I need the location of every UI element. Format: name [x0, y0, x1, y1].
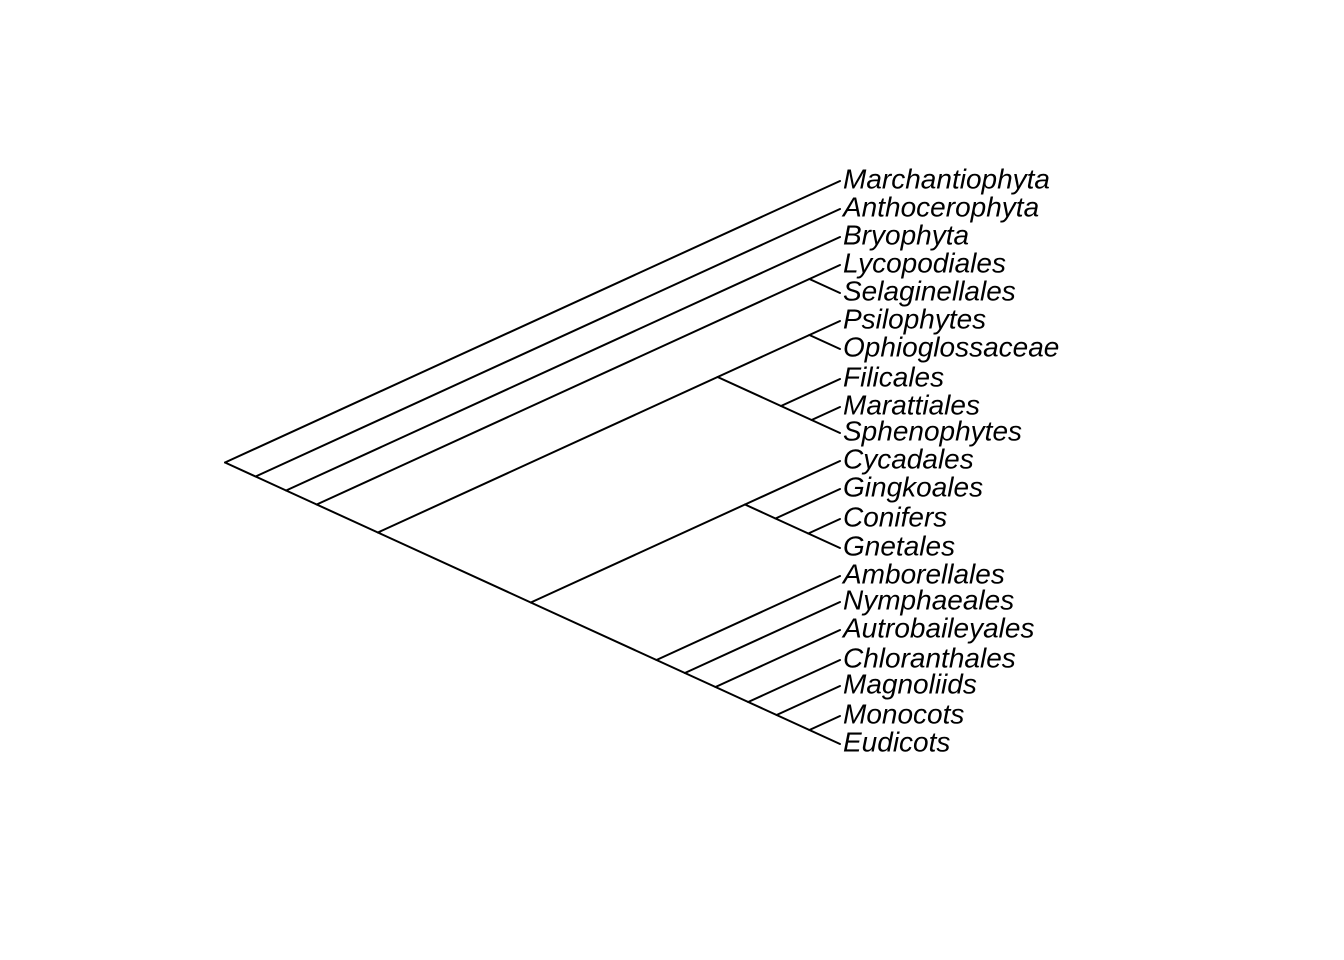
taxon-label: Gingkoales	[843, 471, 983, 502]
branch-line	[808, 715, 841, 731]
branch-line	[254, 475, 288, 492]
taxon-label: Marchantiophyta	[843, 163, 1050, 194]
branch-line	[315, 503, 379, 534]
branch-line	[744, 460, 841, 506]
branch-line	[285, 236, 841, 492]
branch-line	[775, 714, 811, 731]
branch-line	[775, 685, 841, 716]
branch-line	[683, 601, 841, 674]
branch-line	[808, 264, 841, 280]
branch-line	[716, 376, 782, 407]
taxon-label: Autrobaileyales	[841, 612, 1034, 643]
taxon-label: Conifers	[843, 501, 947, 532]
taxon-label: Cycadales	[843, 443, 974, 474]
taxon-label: Eudicots	[843, 726, 950, 757]
branch-line	[655, 575, 841, 661]
branch-line	[254, 208, 841, 478]
branch-line	[807, 518, 841, 535]
branch-line	[808, 334, 841, 350]
branch-line	[285, 489, 318, 506]
taxon-label: Bryophyta	[843, 219, 969, 250]
branch-line	[780, 378, 841, 407]
taxon-label: Amborellales	[841, 558, 1005, 589]
branch-line	[808, 278, 841, 294]
branch-line	[774, 488, 841, 520]
branch-line	[376, 531, 532, 604]
branch-line	[810, 419, 841, 434]
branch-line	[224, 461, 257, 478]
taxon-label: Filicales	[843, 361, 944, 392]
branch-line	[774, 517, 810, 535]
taxon-label: Nymphaeales	[843, 584, 1014, 615]
branch-line	[714, 686, 750, 703]
taxon-label: Selaginellales	[843, 275, 1016, 306]
taxon-labels: MarchantiophytaAnthocerophytaBryophytaLy…	[841, 163, 1059, 757]
taxon-label: Chloranthales	[843, 642, 1016, 673]
taxon-label: Magnoliids	[843, 668, 977, 699]
branch-line	[744, 503, 777, 520]
taxon-label: Monocots	[843, 698, 964, 729]
branch-line	[683, 672, 717, 688]
taxon-label: Anthocerophyta	[841, 191, 1039, 222]
branch-line	[808, 320, 841, 336]
taxon-label: Sphenophytes	[843, 415, 1022, 446]
branch-line	[315, 278, 811, 506]
taxon-label: Gnetales	[843, 530, 955, 561]
taxon-label: Marattiales	[843, 389, 980, 420]
branch-line	[714, 629, 841, 688]
branch-line	[810, 406, 841, 421]
branch-line	[529, 503, 746, 604]
branch-line	[376, 376, 719, 534]
taxon-label: Lycopodiales	[843, 247, 1006, 278]
taxon-label: Psilophytes	[843, 303, 986, 334]
branch-line	[747, 659, 841, 703]
branch-line	[808, 729, 841, 745]
branch-line	[655, 659, 686, 674]
branch-line	[716, 334, 811, 378]
branch-line	[224, 180, 841, 464]
taxon-label: Ophioglossaceae	[843, 331, 1059, 362]
tree-branches	[224, 180, 841, 745]
branch-line	[747, 701, 778, 716]
branch-line	[807, 532, 841, 549]
branch-line	[529, 601, 658, 661]
branch-line	[780, 405, 813, 421]
